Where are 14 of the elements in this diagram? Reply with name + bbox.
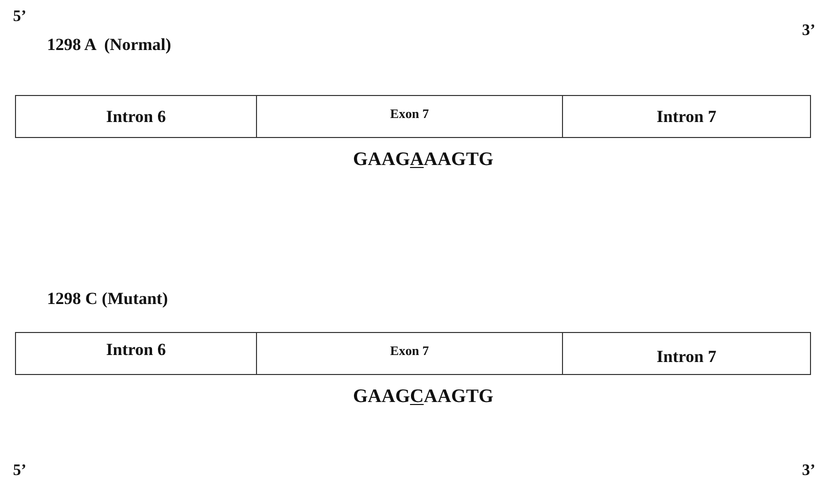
strand-end-label: 5’ <box>13 462 26 480</box>
gene-segment: Intron 6 <box>15 95 257 138</box>
strand-end-label: 5’ <box>13 8 26 26</box>
strand-end-label: 3’ <box>802 462 816 480</box>
strand-end-label: 3’ <box>802 22 816 40</box>
allele-title: 1298 A (Normal) <box>47 36 172 55</box>
sequence-text: GAAGAAAGTG <box>353 150 494 171</box>
sequence-text: GAAGCAAGTG <box>353 387 494 408</box>
gene-segment: Exon 7 <box>256 95 563 138</box>
gene-segment: Intron 7 <box>562 332 811 375</box>
gene-segment: Exon 7 <box>256 332 563 375</box>
gene-segment: Intron 7 <box>562 95 811 138</box>
gene-segment: Intron 6 <box>15 332 257 375</box>
allele-title: 1298 C (Mutant) <box>47 290 168 309</box>
